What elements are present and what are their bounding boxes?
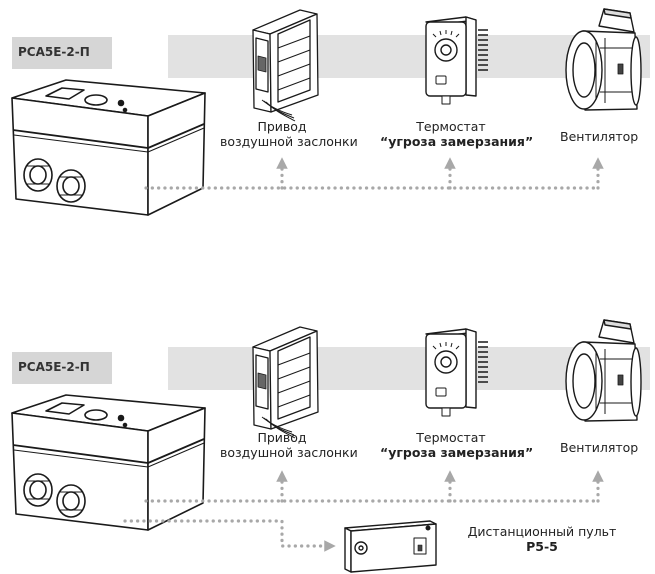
thermostat-1 xyxy=(425,16,489,105)
fan-2 xyxy=(565,319,642,422)
control-box-2 xyxy=(11,394,206,531)
actuator-label-line1: Привод xyxy=(257,119,307,134)
remote-panel xyxy=(344,520,437,573)
thermostat-label-2: Термостат “угроза замерзания” xyxy=(380,430,534,460)
model-box-2 xyxy=(12,352,112,384)
thermostat-2 xyxy=(425,328,489,417)
damper-actuator-1 xyxy=(252,9,319,122)
actuator-label-1: Привод воздушной заслонки xyxy=(220,119,358,149)
model-box-1 xyxy=(12,37,112,69)
model-label-1: РСА5Е-2-П xyxy=(18,45,90,59)
actuator-label-line1: Привод xyxy=(257,430,307,445)
actuator-label-line2: воздушной заслонки xyxy=(220,134,358,149)
fan-label-2: Вентилятор xyxy=(560,440,639,455)
thermostat-label-line2: “угроза замерзания” xyxy=(380,134,534,149)
damper-actuator-2 xyxy=(252,326,319,439)
thermostat-label-1: Термостат “угроза замерзания” xyxy=(380,119,534,149)
fan-1 xyxy=(565,8,642,111)
thermostat-label-line2: “угроза замерзания” xyxy=(380,445,534,460)
actuator-label-line2: воздушной заслонки xyxy=(220,445,358,460)
remote-label: Дистанционный пульт Р5-5 xyxy=(452,524,632,554)
model-label-2: РСА5Е-2-П xyxy=(18,360,90,374)
control-box-1 xyxy=(11,79,206,216)
actuator-label-2: Привод воздушной заслонки xyxy=(220,430,358,460)
connection-dots-1 xyxy=(144,157,604,190)
thermostat-label-line1: Термостат xyxy=(416,119,486,134)
thermostat-label-line1: Термостат xyxy=(416,430,486,445)
remote-label-line2: Р5-5 xyxy=(526,539,558,554)
fan-label-1: Вентилятор xyxy=(560,129,639,144)
remote-label-line1: Дистанционный пульт xyxy=(467,524,617,539)
connection-dots-2 xyxy=(123,470,604,552)
